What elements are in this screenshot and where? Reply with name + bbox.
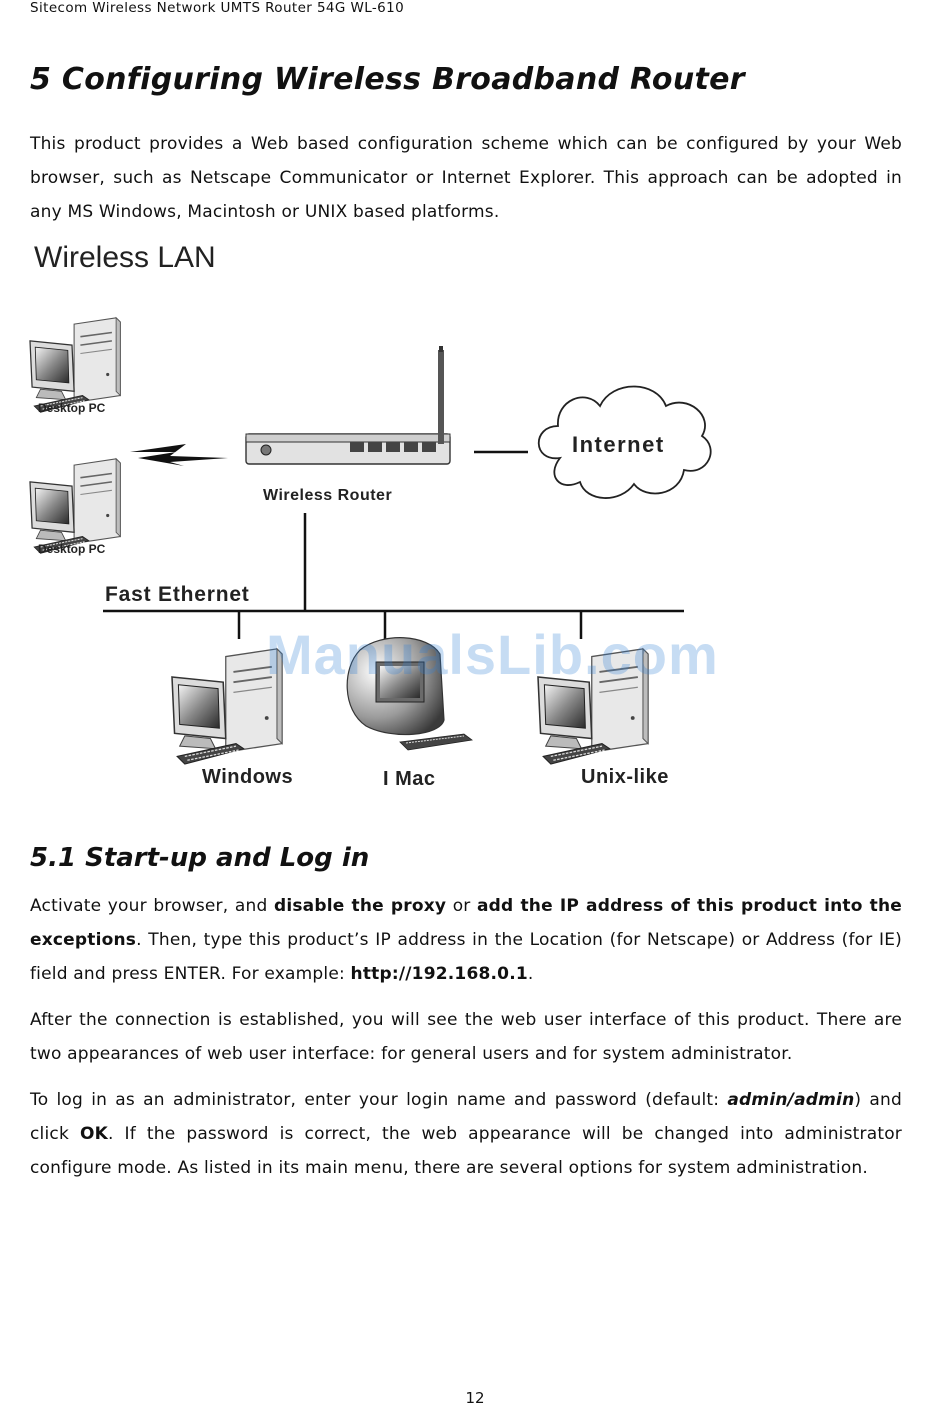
p1-text-4: .: [527, 964, 534, 984]
unix-like-label: Unix-like: [581, 766, 669, 788]
wireless-signal-icon: [130, 444, 228, 466]
fast-ethernet-label: Fast Ethernet: [105, 583, 250, 606]
desktop-pc-1-icon: [29, 317, 122, 414]
add-ip-exceptions-emphasis: add the IP address of this product into …: [30, 896, 903, 950]
section-5-heading: 5 Configuring Wireless Broadband Router: [30, 62, 745, 97]
disable-proxy-emphasis: disable the proxy: [273, 896, 447, 916]
login-instructions-paragraph: Activate your browser, and disable the p…: [30, 889, 902, 991]
desktop-pc-2-icon: [29, 458, 122, 555]
p3-text-2: ) and click: [30, 1090, 902, 1144]
wireless-router-icon: [245, 346, 451, 465]
p1-text-2: or: [446, 896, 478, 916]
web-interface-paragraph: After the connection is established, you…: [30, 1010, 902, 1064]
desktop-pc-2-label: Desktop PC: [38, 542, 106, 556]
page-number: 12: [465, 1389, 485, 1407]
p1-text-1: Activate your browser, and: [30, 896, 274, 916]
admin-login-paragraph: To log in as an administrator, enter you…: [30, 1083, 902, 1185]
internet-cloud-icon: [537, 385, 712, 499]
section-5-1-heading: 5.1 Start-up and Log in: [30, 843, 370, 873]
p3-text-3: . If the password is correct, the web ap…: [30, 1124, 902, 1178]
desktop-pc-1-label: Desktop PC: [38, 401, 106, 415]
imac-label: I Mac: [383, 768, 436, 790]
windows-label: Windows: [202, 766, 293, 788]
running-header: Sitecom Wireless Network UMTS Router 54G…: [30, 0, 405, 16]
p1-text-3: . Then, type this product’s IP address i…: [30, 930, 902, 984]
example-url: http://192.168.0.1: [350, 964, 528, 984]
default-credentials: admin/admin: [727, 1090, 855, 1110]
wireless-router-label: Wireless Router: [263, 487, 392, 504]
p3-text-1: To log in as an administrator, enter you…: [30, 1090, 728, 1110]
section-5-intro-paragraph: This product provides a Web based config…: [30, 134, 902, 222]
wireless-lan-diagram: Wireless LAN Desktop PC Desktop PC Wirel…: [29, 241, 712, 790]
imac-icon: [346, 637, 473, 751]
watermark: ManualsLib.com: [266, 623, 719, 686]
diagram-title: Wireless LAN: [34, 241, 216, 274]
ok-emphasis: OK: [79, 1124, 108, 1144]
internet-label: Internet: [572, 432, 665, 457]
